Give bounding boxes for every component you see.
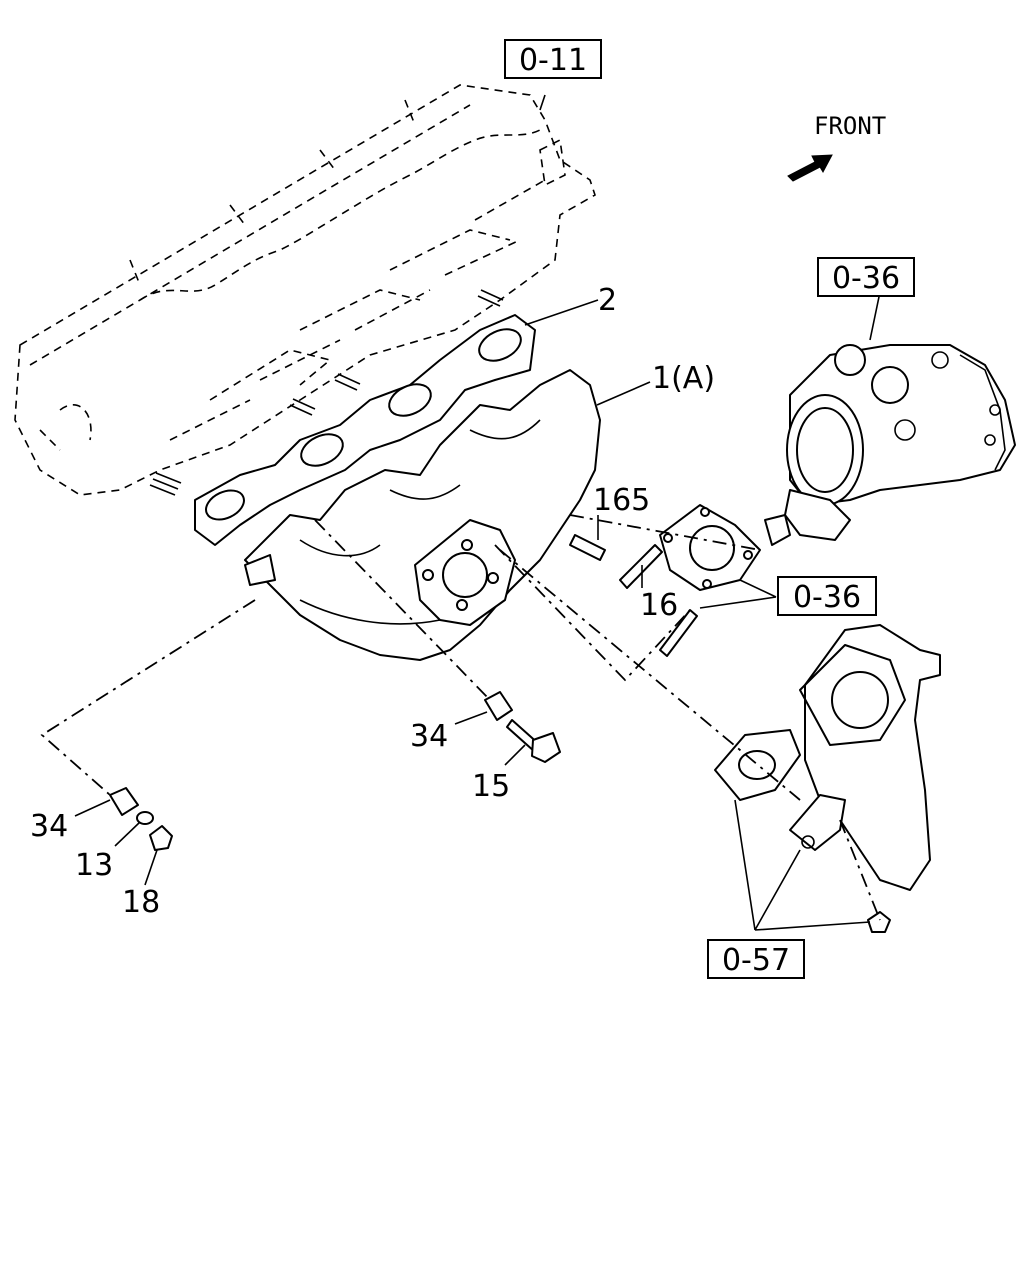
cylinder-head	[14, 84, 596, 496]
callout-stud-165: 165	[593, 483, 650, 518]
ref-head-label: 0-11	[519, 43, 587, 78]
front-label: FRONT	[814, 112, 886, 140]
callout-spacer-lower: 34	[30, 809, 68, 844]
ref-box-bottom: 0-57	[707, 939, 805, 979]
assembly-center-lines	[40, 514, 881, 921]
ref-turbo-top-label: 0-36	[832, 261, 900, 296]
exhaust-outlet-pipe	[714, 624, 941, 933]
callout-bolt: 15	[472, 769, 510, 804]
callout-nut: 18	[122, 885, 160, 920]
callout-stud-16: 16	[640, 588, 678, 623]
exhaust-manifold-gasket	[194, 314, 536, 546]
leader-lines	[74, 94, 881, 931]
callout-manifold: 1(A)	[652, 361, 715, 396]
turbo-flange-gasket	[659, 504, 761, 591]
turbocharger	[764, 344, 1016, 546]
callout-spacer-upper: 34	[410, 719, 448, 754]
callout-washer: 13	[75, 848, 113, 883]
ref-box-turbo-mid: 0-36	[777, 576, 877, 616]
front-arrow-icon	[787, 154, 833, 182]
small-fasteners	[109, 534, 698, 851]
ref-bottom-label: 0-57	[722, 943, 790, 978]
ref-box-head: 0-11	[504, 39, 602, 79]
exhaust-manifold	[244, 369, 601, 661]
front-direction-indicator: FRONT	[787, 112, 886, 182]
ref-box-turbo-top: 0-36	[817, 257, 915, 297]
ref-turbo-mid-label: 0-36	[793, 580, 861, 615]
callout-gasket: 2	[598, 283, 617, 318]
